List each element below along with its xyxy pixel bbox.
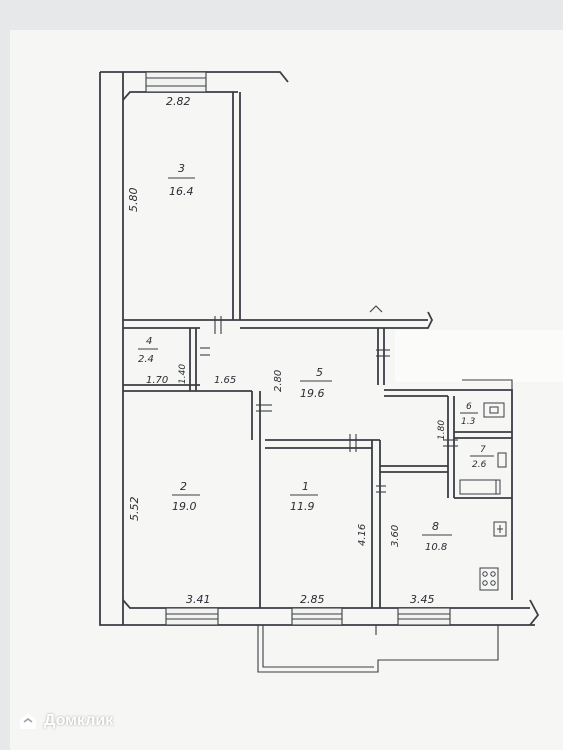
toilet-icon [497, 452, 507, 468]
room-1-number: 1 [302, 480, 309, 493]
dim-corridor-depth: 2.80 [273, 370, 284, 392]
dim-corridor-width: 1.65 [214, 375, 236, 386]
dim-kitchen-width: 3.45 [410, 593, 435, 606]
room-4-area: 2.4 [138, 354, 154, 365]
window-top [145, 71, 207, 93]
room-6-area: 1.3 [461, 417, 476, 427]
room-7-area: 2.6 [472, 460, 487, 470]
room-1-area: 11.9 [290, 500, 315, 513]
dimension-labels: 2.82 5.80 1.40 1.70 1.65 2.80 5.52 3.41 … [127, 95, 447, 606]
window-room1 [291, 607, 343, 626]
dim-room4-depth: 1.40 [178, 364, 188, 384]
dim-kitchen-length: 3.60 [390, 525, 401, 547]
balcony [257, 625, 499, 673]
room-labels: 3 16.4 4 2.4 5 19.6 2 19.0 1 11.9 6 1.3 … [138, 162, 494, 553]
dim-room1-width: 2.85 [300, 593, 325, 606]
watermark-text: Домклик [44, 712, 114, 729]
dim-room1-length: 4.16 [357, 524, 368, 546]
door-marks [200, 316, 458, 493]
sink-icon [483, 402, 505, 418]
dim-room2-width: 3.41 [186, 593, 211, 606]
dim-room2-length: 5.52 [128, 497, 141, 522]
room-2-number: 2 [180, 480, 187, 493]
window-kitchen [397, 607, 451, 626]
domclick-watermark: Домклик [18, 711, 113, 731]
room-2-area: 19.0 [172, 500, 197, 513]
room-3-area: 16.4 [169, 185, 194, 198]
bathtub-icon [459, 479, 501, 495]
bathroom-fixtures [459, 402, 507, 495]
dim-room3-length: 5.80 [127, 188, 140, 213]
stove-icon [479, 567, 499, 591]
room-5-area: 19.6 [300, 387, 325, 400]
room-6-number: 6 [466, 402, 472, 412]
room-5-number: 5 [316, 366, 323, 379]
kitchen-sink-icon [493, 521, 507, 537]
room-3-number: 3 [178, 162, 185, 175]
room-7-number: 7 [480, 445, 486, 455]
room-8-number: 8 [432, 520, 439, 533]
windows [145, 71, 451, 626]
paper-overlay [395, 330, 563, 382]
room-4-number: 4 [146, 336, 152, 347]
dim-room4-width: 1.70 [146, 375, 168, 386]
dim-room3-width: 2.82 [166, 95, 191, 108]
dim-bath-depth: 1.80 [437, 420, 447, 440]
room-8-area: 10.8 [425, 542, 447, 553]
window-room2 [165, 607, 219, 626]
kitchen-fixtures [479, 521, 507, 591]
house-logo-icon [20, 713, 36, 729]
interior-walls [123, 92, 513, 608]
